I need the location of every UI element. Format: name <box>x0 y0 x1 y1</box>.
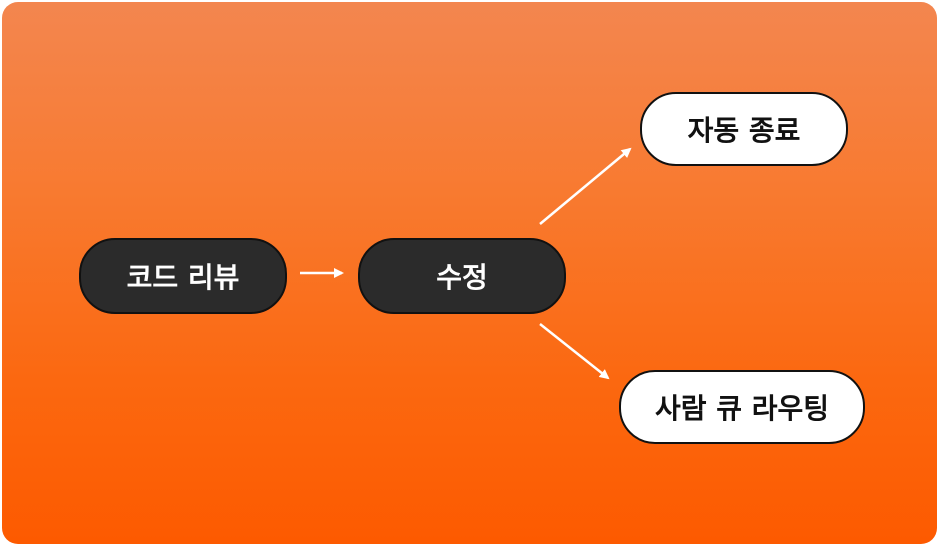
node-fix-label: 수정 <box>436 261 488 294</box>
node-human-queue-label: 사람 큐 라우팅 <box>654 392 830 425</box>
node-human-queue: 사람 큐 라우팅 <box>619 370 865 444</box>
node-code-review: 코드 리뷰 <box>79 238 287 314</box>
node-code-review-label: 코드 리뷰 <box>126 261 240 294</box>
node-fix: 수정 <box>358 238 566 314</box>
node-auto-close: 자동 종료 <box>640 92 848 166</box>
node-auto-close-label: 자동 종료 <box>687 114 801 147</box>
